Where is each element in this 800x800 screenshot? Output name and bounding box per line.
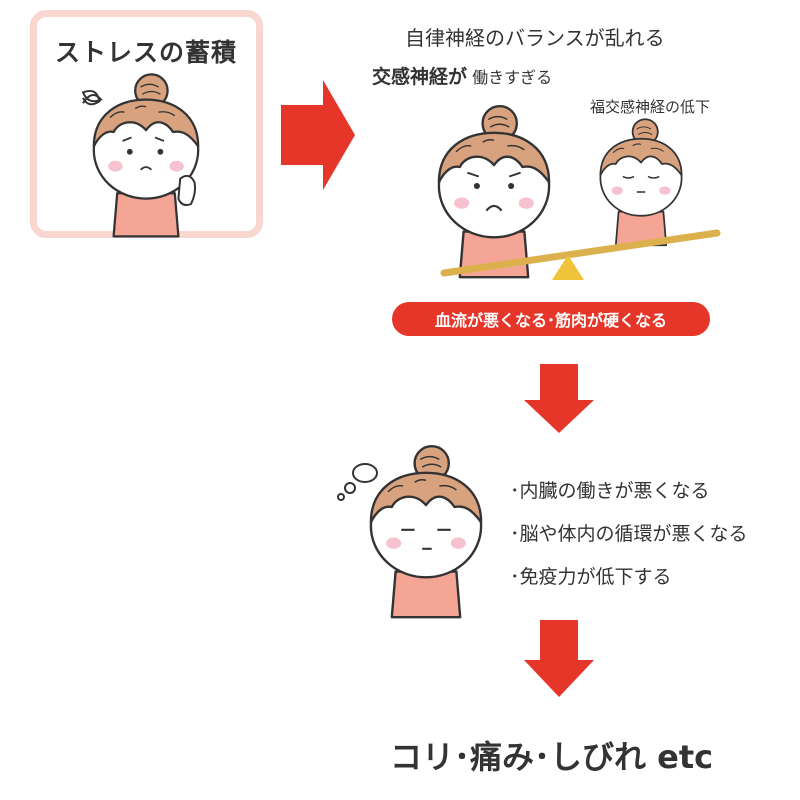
seesaw-fulcrum <box>552 255 584 280</box>
stress-title: ストレスの蓄積 <box>55 38 238 67</box>
tired-girl <box>369 445 483 619</box>
parasympathetic-label: 福交感神経の低下 <box>590 98 711 116</box>
arrow-right <box>281 80 355 190</box>
symptom-item: ･免疫力が低下する <box>510 566 672 588</box>
balance-heading: 自律神経のバランスが乱れる <box>405 26 665 50</box>
seesaw-board <box>440 229 721 277</box>
effect-pill: 血流が悪くなる･筋肉が硬くなる <box>392 302 710 336</box>
sympathetic-girl <box>437 105 551 279</box>
parasympathetic-girl <box>599 118 683 247</box>
symptom-list: ･内臓の働きが悪くなる ･脳や体内の循環が悪くなる ･免疫力が低下する <box>510 476 748 605</box>
symptom-item: ･脳や体内の循環が悪くなる <box>510 523 748 545</box>
symptom-item: ･内臓の働きが悪くなる <box>510 480 710 502</box>
thought-bubble <box>337 463 378 501</box>
sympathetic-state: 働きすぎる <box>472 68 553 87</box>
sympathetic-label: 交感神経が 働きすぎる <box>372 62 552 89</box>
result-text: コリ･痛み･しびれ etc <box>390 738 714 776</box>
sympathetic-name: 交感神経が <box>372 66 468 88</box>
worried-girl <box>81 73 200 238</box>
arrow-down <box>524 620 594 697</box>
arrow-down <box>524 364 594 433</box>
